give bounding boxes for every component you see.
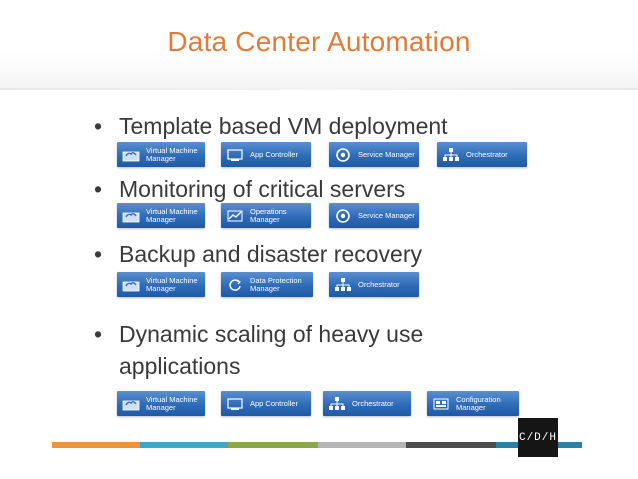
virtual-machine-manager-icon bbox=[121, 146, 141, 164]
tile-label: Virtual Machine Manager bbox=[146, 206, 198, 224]
footer-bar-segment bbox=[140, 442, 228, 448]
tile-label: Virtual Machine Manager bbox=[146, 394, 198, 412]
configuration-manager-icon bbox=[431, 395, 451, 413]
product-tile-orchestrator: Orchestrator bbox=[323, 391, 411, 416]
product-tile-virtual-machine-manager: Virtual Machine Manager bbox=[117, 272, 205, 297]
bullet-symbol: • bbox=[94, 241, 103, 267]
footer-bar-segment bbox=[406, 442, 496, 448]
data-protection-manager-icon bbox=[225, 276, 245, 294]
bullet-text: Backup and disaster recovery bbox=[119, 241, 422, 267]
bullet-symbol: • bbox=[94, 321, 103, 347]
virtual-machine-manager-icon bbox=[121, 276, 141, 294]
tile-label: Operations Manager bbox=[250, 206, 287, 224]
product-tile-virtual-machine-manager: Virtual Machine Manager bbox=[117, 203, 205, 228]
company-logo: C/D/H bbox=[518, 418, 558, 457]
bullet-item: • Dynamic scaling of heavy use applicati… bbox=[94, 318, 539, 382]
orchestrator-icon bbox=[327, 395, 347, 413]
service-manager-icon bbox=[333, 146, 353, 164]
bullet-symbol: • bbox=[94, 176, 103, 202]
tile-label: Orchestrator bbox=[352, 398, 394, 408]
bullet-text: Monitoring of critical servers bbox=[119, 176, 406, 202]
tile-label: Service Manager bbox=[358, 149, 415, 159]
product-tile-configuration-manager: Configuration Manager bbox=[427, 391, 519, 416]
bullet-item: • Template based VM deployment bbox=[94, 110, 539, 142]
footer-bar-segment bbox=[318, 442, 406, 448]
tile-label: Virtual Machine Manager bbox=[146, 145, 198, 163]
tile-label: App Controller bbox=[250, 398, 298, 408]
virtual-machine-manager-icon bbox=[121, 395, 141, 413]
tile-label: Virtual Machine Manager bbox=[146, 275, 198, 293]
product-tile-orchestrator: Orchestrator bbox=[329, 272, 419, 297]
virtual-machine-manager-icon bbox=[121, 207, 141, 225]
product-tile-data-protection-manager: Data Protection Manager bbox=[221, 272, 313, 297]
product-tile-operations-manager: Operations Manager bbox=[221, 203, 311, 228]
footer-bar-segment bbox=[52, 442, 140, 448]
footer-bar-segment bbox=[228, 442, 318, 448]
tile-label: Service Manager bbox=[358, 210, 415, 220]
app-controller-icon bbox=[225, 395, 245, 413]
product-tile-virtual-machine-manager: Virtual Machine Manager bbox=[117, 142, 205, 167]
title-divider bbox=[0, 88, 638, 90]
tile-label: Orchestrator bbox=[358, 279, 400, 289]
product-tile-app-controller: App Controller bbox=[221, 142, 311, 167]
app-controller-icon bbox=[225, 146, 245, 164]
product-tile-virtual-machine-manager: Virtual Machine Manager bbox=[117, 391, 205, 416]
product-tile-service-manager: Service Manager bbox=[329, 142, 419, 167]
bullet-item: • Monitoring of critical servers bbox=[94, 173, 539, 205]
product-tile-app-controller: App Controller bbox=[221, 391, 311, 416]
operations-manager-icon bbox=[225, 207, 245, 225]
product-tile-service-manager: Service Manager bbox=[329, 203, 419, 228]
orchestrator-icon bbox=[333, 276, 353, 294]
bullet-symbol: • bbox=[94, 113, 103, 139]
tile-label: Data Protection Manager bbox=[250, 275, 302, 293]
bullet-text: Template based VM deployment bbox=[119, 113, 448, 139]
slide-title: Data Center Automation bbox=[167, 26, 471, 57]
tile-label: Orchestrator bbox=[466, 149, 508, 159]
tile-label: Configuration Manager bbox=[456, 394, 501, 412]
bullet-text: Dynamic scaling of heavy use application… bbox=[119, 321, 424, 379]
bullet-item: • Backup and disaster recovery bbox=[94, 238, 539, 270]
title-band bbox=[0, 0, 638, 88]
tile-label: App Controller bbox=[250, 149, 298, 159]
product-tile-orchestrator: Orchestrator bbox=[437, 142, 527, 167]
orchestrator-icon bbox=[441, 146, 461, 164]
service-manager-icon bbox=[333, 207, 353, 225]
